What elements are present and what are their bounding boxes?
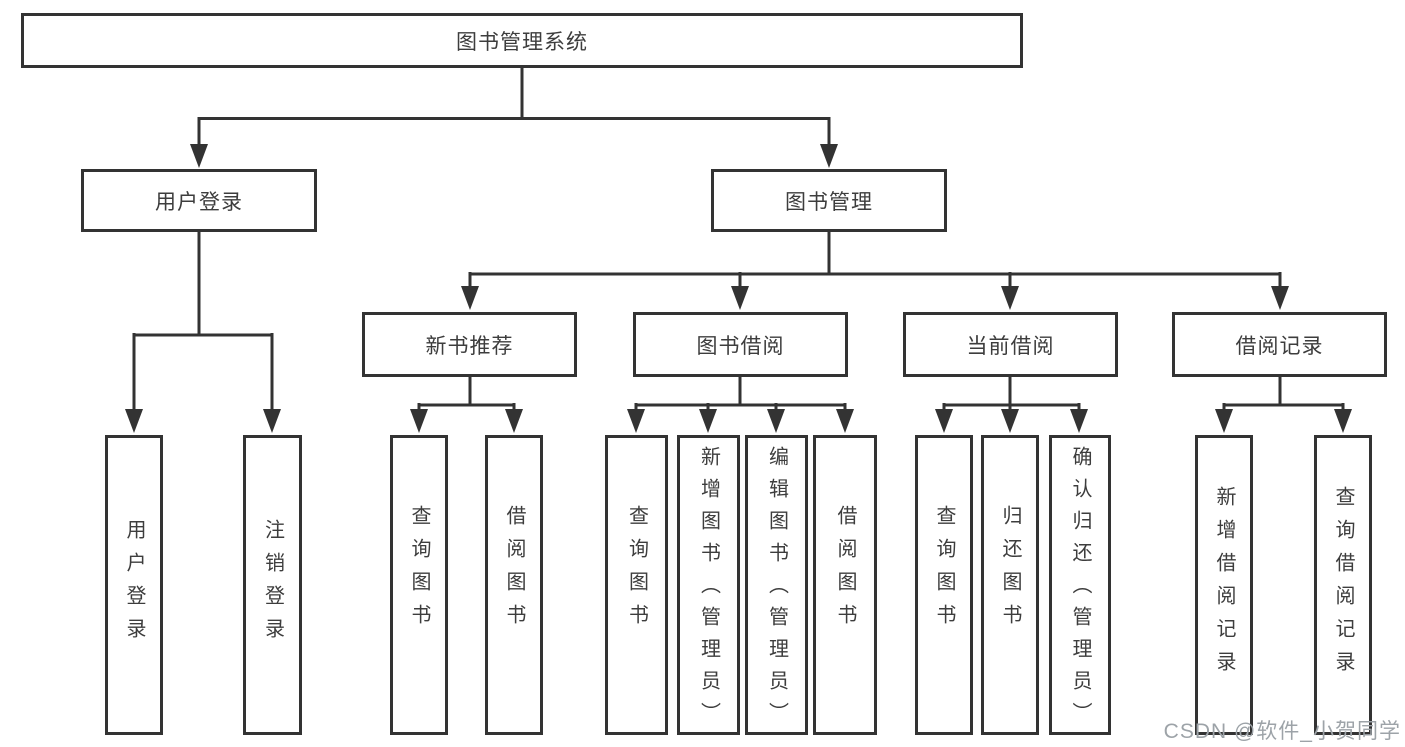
node-book-management: 图书管理	[711, 169, 947, 232]
node-book-borrow-label: 图书借阅	[696, 334, 785, 358]
leaf-recommend-borrow-books: 借阅图书	[485, 435, 543, 735]
leaf-borrow-query-books-label: 查询图书	[625, 505, 648, 637]
node-user-login: 用户登录	[81, 169, 317, 232]
leaf-user-login: 用户登录	[105, 435, 163, 735]
leaf-current-query-books: 查询图书	[915, 435, 973, 735]
leaf-confirm-return-admin-label: 确认归还（管理员）	[1069, 446, 1091, 734]
leaf-query-borrow-record: 查询借阅记录	[1314, 435, 1372, 735]
leaf-borrow-books: 借阅图书	[813, 435, 877, 735]
leaf-add-borrow-record-label: 新增借阅记录	[1213, 486, 1235, 684]
leaf-return-books-label: 归还图书	[999, 505, 1021, 637]
node-book-management-label: 图书管理	[785, 190, 873, 214]
csdn-watermark: CSDN @软件_小贺同学	[1163, 720, 1401, 743]
leaf-add-books-admin-label: 新增图书（管理员）	[697, 446, 720, 734]
leaf-recommend-query-books: 查询图书	[390, 435, 448, 735]
leaf-logout-label: 注销登录	[261, 519, 284, 651]
leaf-borrow-query-books: 查询图书	[605, 435, 668, 735]
leaf-current-query-books-label: 查询图书	[933, 505, 955, 637]
node-borrow-records: 借阅记录	[1172, 312, 1387, 377]
leaf-add-books-admin: 新增图书（管理员）	[677, 435, 740, 735]
node-borrow-records-label: 借阅记录	[1235, 334, 1324, 358]
leaf-recommend-query-books-label: 查询图书	[408, 505, 430, 637]
node-new-book-recommend-label: 新书推荐	[425, 334, 514, 358]
arrowheads	[125, 144, 1352, 433]
node-root-label: 图书管理系统	[456, 30, 588, 54]
leaf-borrow-books-label: 借阅图书	[834, 505, 856, 637]
leaf-query-borrow-record-label: 查询借阅记录	[1332, 486, 1354, 684]
node-user-login-label: 用户登录	[155, 190, 243, 214]
leaf-edit-books-admin-label: 编辑图书（管理员）	[765, 446, 788, 734]
node-current-borrow: 当前借阅	[903, 312, 1118, 377]
leaf-confirm-return-admin: 确认归还（管理员）	[1049, 435, 1111, 735]
leaf-user-login-label: 用户登录	[123, 519, 145, 651]
node-new-book-recommend: 新书推荐	[362, 312, 577, 377]
leaf-edit-books-admin: 编辑图书（管理员）	[745, 435, 808, 735]
node-current-borrow-label: 当前借阅	[966, 334, 1055, 358]
node-book-borrow: 图书借阅	[633, 312, 848, 377]
node-root-system: 图书管理系统	[21, 13, 1023, 68]
leaf-recommend-borrow-books-label: 借阅图书	[503, 505, 525, 637]
leaf-logout: 注销登录	[243, 435, 302, 735]
leaf-add-borrow-record: 新增借阅记录	[1195, 435, 1253, 735]
leaf-return-books: 归还图书	[981, 435, 1039, 735]
